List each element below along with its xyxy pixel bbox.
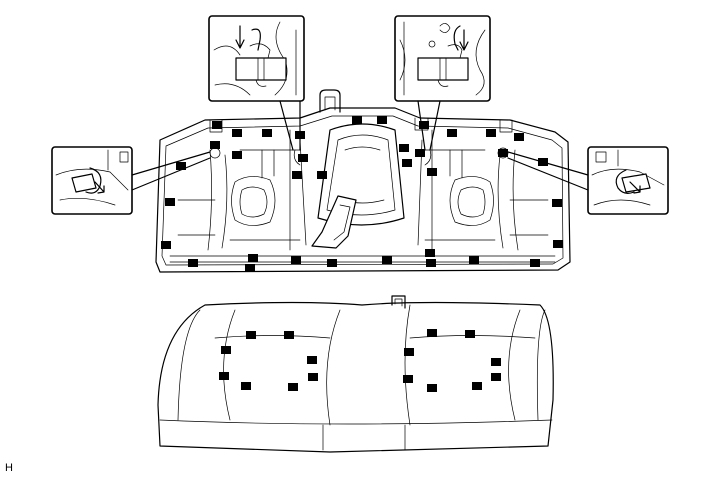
inset-right-strap <box>394 15 491 102</box>
seat-back <box>155 89 571 273</box>
inset-right-hook <box>587 146 669 215</box>
inset-left-hook <box>51 146 133 215</box>
figure-label: H <box>5 462 13 474</box>
inset-left-strap <box>208 15 305 102</box>
clip-markers <box>161 116 563 392</box>
leader-lines <box>131 100 589 191</box>
